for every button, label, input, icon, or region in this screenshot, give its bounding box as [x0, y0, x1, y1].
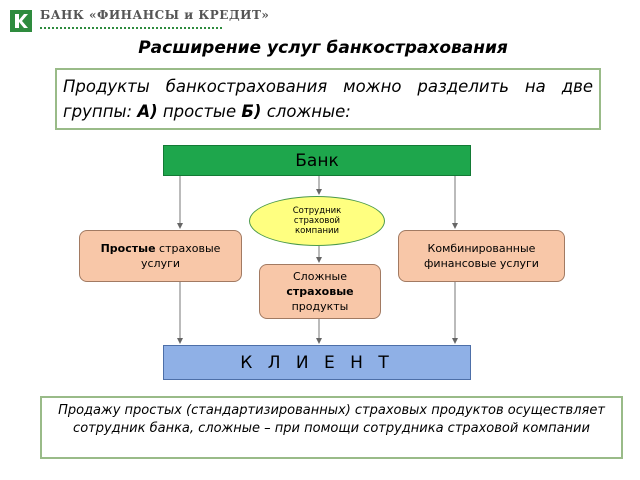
- intro-a-text: простые: [157, 102, 242, 121]
- complex-line1: Сложные: [293, 270, 347, 283]
- complex-line3: продукты: [291, 300, 349, 313]
- simple-services-bold: Простые: [100, 242, 156, 255]
- bank-node: Банк: [163, 145, 471, 176]
- page-title: Расширение услуг банкострахования: [138, 38, 508, 58]
- intro-box: Продукты банкострахования можно разделит…: [55, 68, 601, 130]
- intro-prefix: Продукты банкострахования можно разделит…: [63, 77, 593, 121]
- simple-services-node: Простые страховые услуги: [79, 230, 242, 282]
- intro-b-text: сложные:: [261, 102, 351, 121]
- complex-bold: страховые: [286, 285, 354, 298]
- logo-underline: [40, 27, 222, 29]
- insurer-employee-node: Сотрудник страховой компании: [249, 196, 385, 246]
- complex-products-node: Сложные страховые продукты: [259, 264, 381, 319]
- simple-services-rest: страховые услуги: [140, 242, 221, 270]
- intro-b-label: Б): [241, 102, 262, 121]
- client-node: К Л И Е Н Т: [163, 345, 471, 380]
- summary-box: Продажу простых (стандартизированных) ст…: [40, 396, 623, 459]
- bank-logo-icon: [10, 10, 32, 32]
- bank-logo-text: БАНК «ФИНАНСЫ и КРЕДИТ»: [40, 8, 270, 22]
- combined-services-node: Комбинированные финансовые услуги: [398, 230, 565, 282]
- intro-a-label: А): [137, 102, 158, 121]
